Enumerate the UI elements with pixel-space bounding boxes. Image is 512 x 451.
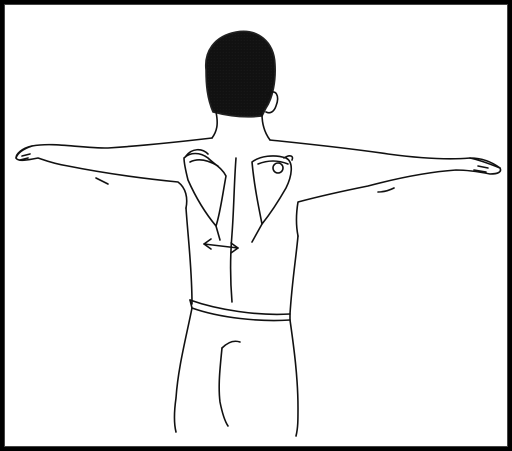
right-scapula-acromion bbox=[273, 163, 283, 173]
torso-right-side bbox=[290, 236, 298, 314]
right-arm bbox=[270, 140, 501, 236]
spine-line bbox=[231, 158, 237, 302]
torso-left-side bbox=[186, 208, 192, 304]
trousers bbox=[175, 308, 299, 436]
head bbox=[206, 31, 278, 116]
right-scapula bbox=[252, 156, 293, 224]
left-arm bbox=[16, 138, 212, 208]
back-figure-illustration bbox=[8, 8, 512, 451]
hair bbox=[206, 31, 275, 116]
waistband bbox=[190, 300, 290, 321]
left-scapula bbox=[184, 150, 226, 226]
